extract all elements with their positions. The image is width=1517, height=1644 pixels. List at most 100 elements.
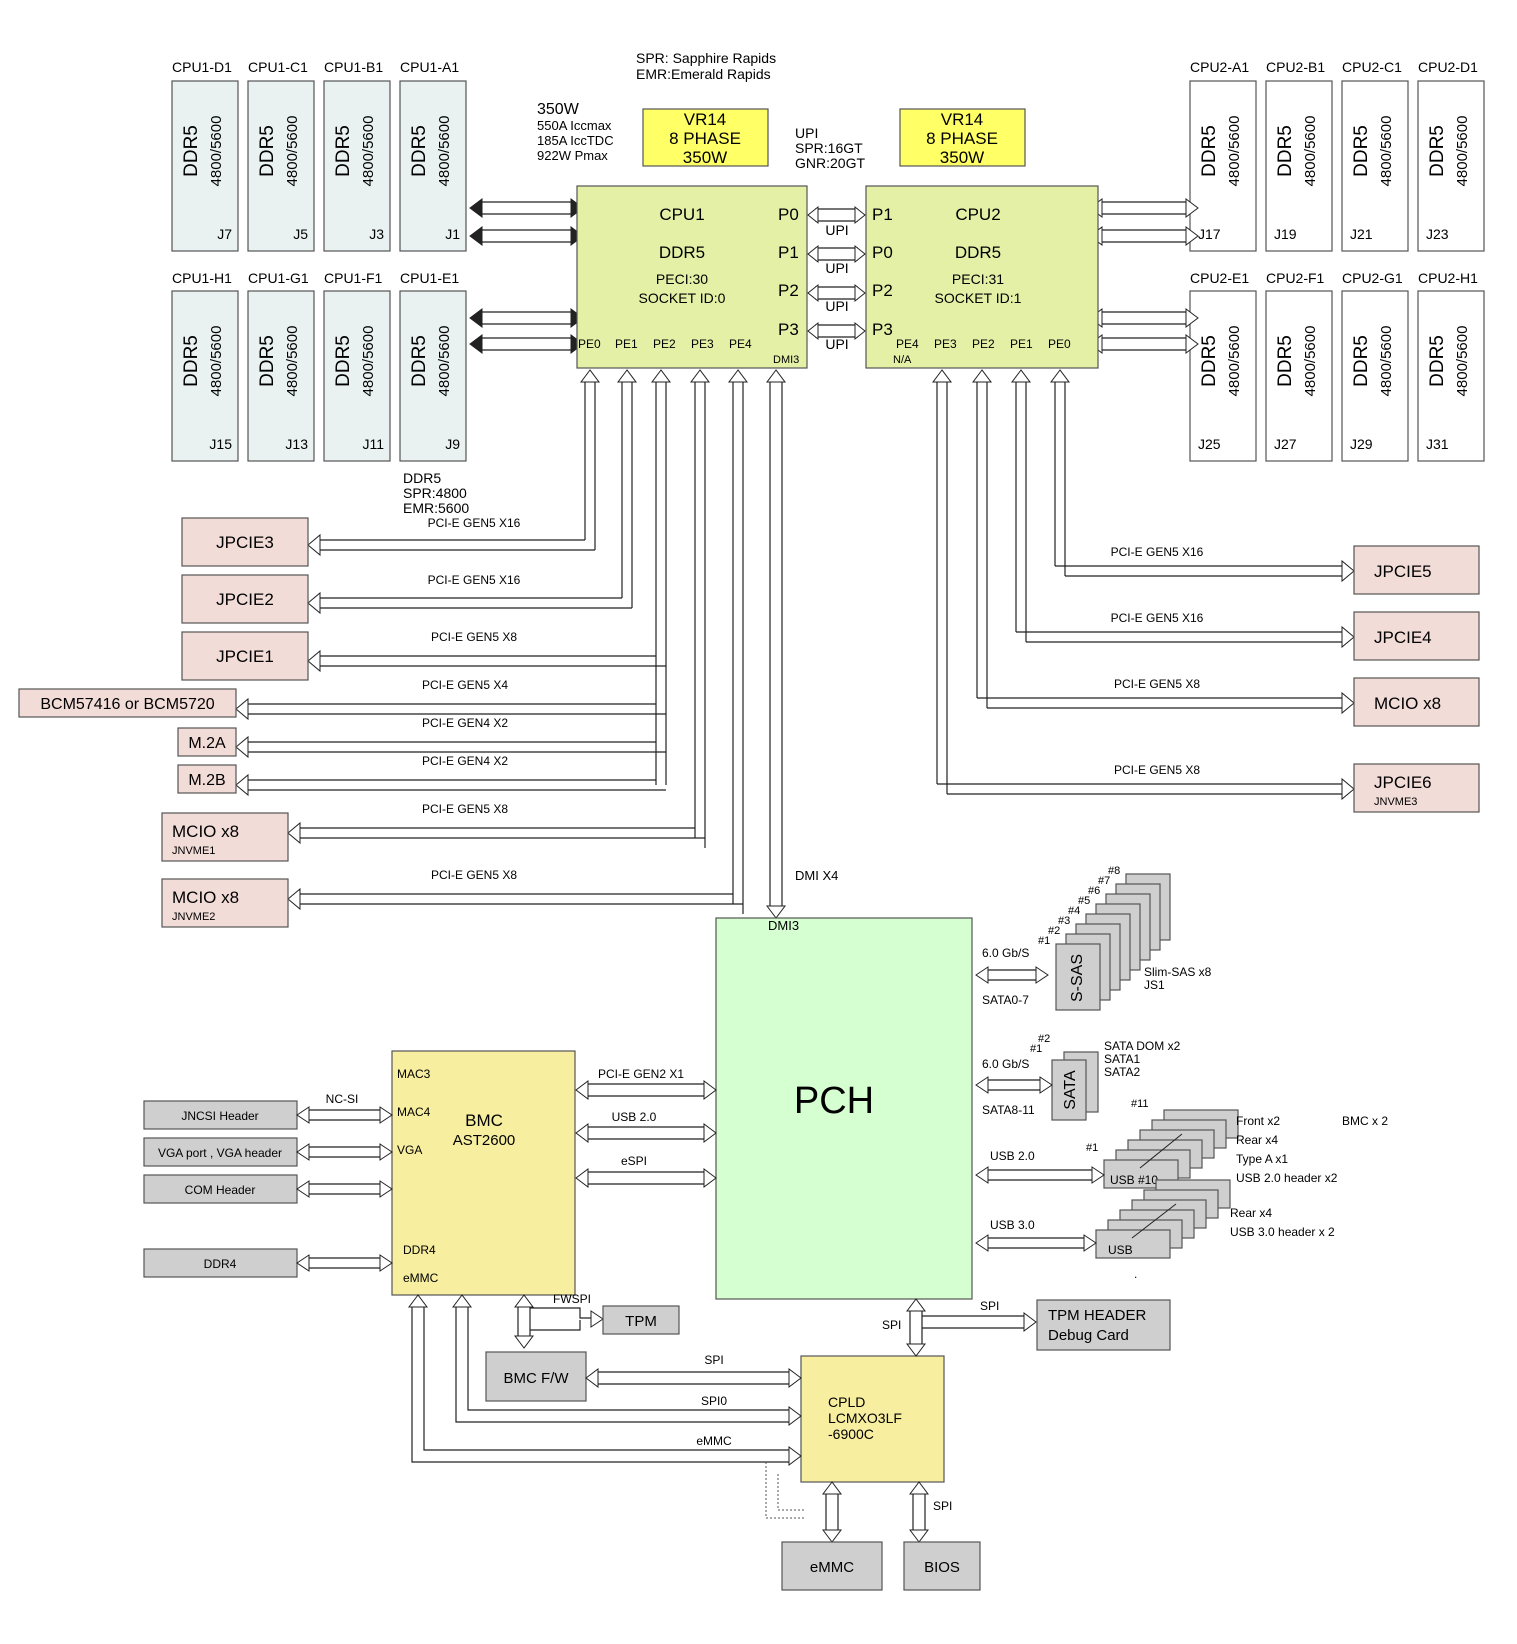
dimm-name: CPU1-E1 [400,270,459,286]
dimm-type: DDR5 [181,335,202,387]
slot-bus: PCI-E GEN5 X8 [1114,677,1200,691]
dimm-name: CPU2-G1 [1342,270,1403,286]
tpm-header-bus: SPI [980,1299,999,1313]
dimm-name: CPU1-C1 [248,59,308,75]
power-iccmax: 550A Iccmax [537,118,612,133]
pch-dmi: DMI3 [768,918,799,933]
cpu2-title: CPU2 [955,205,1000,224]
upi-info-l2: SPR:16GT [795,140,863,156]
dimm-type: DDR5 [1275,125,1296,177]
slot-bus: PCI-E GEN5 X16 [428,516,521,530]
dimm-speed: 4800/5600 [360,326,377,397]
dmi-link-label: DMI X4 [795,868,838,883]
cpld-link-spi0: SPI0 [701,1394,727,1408]
cpu1-socket: SOCKET ID:0 [639,290,726,306]
slot-bus: PCI-E GEN5 X8 [431,868,517,882]
cpu2-pe3: PE3 [934,337,957,351]
dimm-connector: J3 [369,226,384,242]
dimm-type: DDR5 [333,335,354,387]
cpu1-peci: PECI:30 [656,271,708,287]
dimm-name: CPU2-H1 [1418,270,1478,286]
sata-num-1: #1 [1030,1043,1042,1055]
slot-sub: JNVME2 [172,911,215,923]
tpm-bus-label: FWSPI [553,1292,591,1306]
dmi-link: DMI X4 [766,369,838,919]
cpu2-port-0: P1 [872,205,893,224]
slot-name: M.2B [188,772,225,789]
cpu1-port-3: P3 [778,320,799,339]
cpu1-pe1: PE1 [615,337,638,351]
dimm-name: CPU2-F1 [1266,270,1325,286]
dimm-connector: J23 [1426,226,1449,242]
usb3-bus-label: USB 3.0 [990,1218,1035,1232]
cpu1-pe4: PE4 [729,337,752,351]
slot-name: JPCIE5 [1374,562,1432,581]
usb3-box-label: USB [1108,1243,1133,1257]
cpu1-pe0: PE0 [578,337,601,351]
vr-cpu1-l1: VR14 [684,110,727,129]
dimm-type: DDR5 [181,125,202,177]
ncsi-label: NC-SI [326,1092,359,1106]
vr-cpu2-l3: 350W [940,148,984,167]
slot-sub: JNVME3 [1374,796,1417,808]
upi-label-2: UPI [825,298,848,314]
dimm-type: DDR5 [1351,335,1372,387]
usb2-note-1: Rear x4 [1236,1133,1278,1147]
bmc-chip: AST2600 [453,1132,516,1149]
dimm-type: DDR5 [1351,125,1372,177]
cpu2-memory-bus [1089,198,1199,354]
bmc-port-mac3: MAC3 [397,1067,431,1081]
cpld-l2: LCMXO3LF [828,1410,902,1426]
cpu1: CPU1 DDR5 PECI:30 SOCKET ID:0 P0 P1 P2 P… [576,185,808,369]
cpld-link-emmc: eMMC [696,1434,732,1448]
slot-name: JPCIE4 [1374,628,1432,647]
vr-cpu2-l2: 8 PHASE [926,129,998,148]
ddr-note-l1: DDR5 [403,470,441,486]
slot-bus: PCI-E GEN4 X2 [422,716,508,730]
slot-name: JPCIE1 [216,647,274,666]
sas-num: #3 [1058,915,1070,927]
pch-spi-label: SPI [882,1318,901,1332]
slot-bus: PCI-E GEN5 X16 [428,573,521,587]
legend-spr: SPR: Sapphire Rapids [636,50,776,66]
cpld-link-spi: SPI [704,1353,723,1367]
sas-bus: 6.0 Gb/S SATA0-7 Slim-SAS x8 JS1 [975,946,1212,1007]
sas-num: #6 [1088,885,1100,897]
upi-label-0: UPI [825,222,848,238]
dimm-speed: 4800/5600 [1226,326,1243,397]
dimm-speed: 4800/5600 [360,116,377,187]
sas-label: S-SAS [1069,954,1086,1002]
cpu1-pe2: PE2 [653,337,676,351]
vr-cpu1: VR14 8 PHASE 350W [642,108,769,167]
slot-name: MCIO x8 [172,822,239,841]
dimm-name: CPU1-B1 [324,59,383,75]
cpu2-port-3: P3 [872,320,893,339]
dimm-name: CPU1-A1 [400,59,459,75]
cpu2-pe0: PE0 [1048,337,1071,351]
dimm-connector: J21 [1350,226,1373,242]
dimm-type: DDR5 [1275,335,1296,387]
dimm-type: DDR5 [257,125,278,177]
bmc-fw-label: BMC F/W [504,1370,570,1387]
sata-desc1: SATA DOM x2 [1104,1039,1181,1053]
power-watt: 350W [537,101,580,118]
sas-num: #8 [1108,865,1120,877]
sata-num-2: #2 [1038,1033,1050,1045]
dimm-name: CPU2-D1 [1418,59,1478,75]
dimm-name: CPU2-A1 [1190,59,1249,75]
ddr-note-l2: SPR:4800 [403,485,467,501]
slot-bus: PCI-E GEN4 X2 [422,754,508,768]
cpu1-dmi: DMI3 [773,354,799,366]
dimm-type: DDR5 [1427,125,1448,177]
